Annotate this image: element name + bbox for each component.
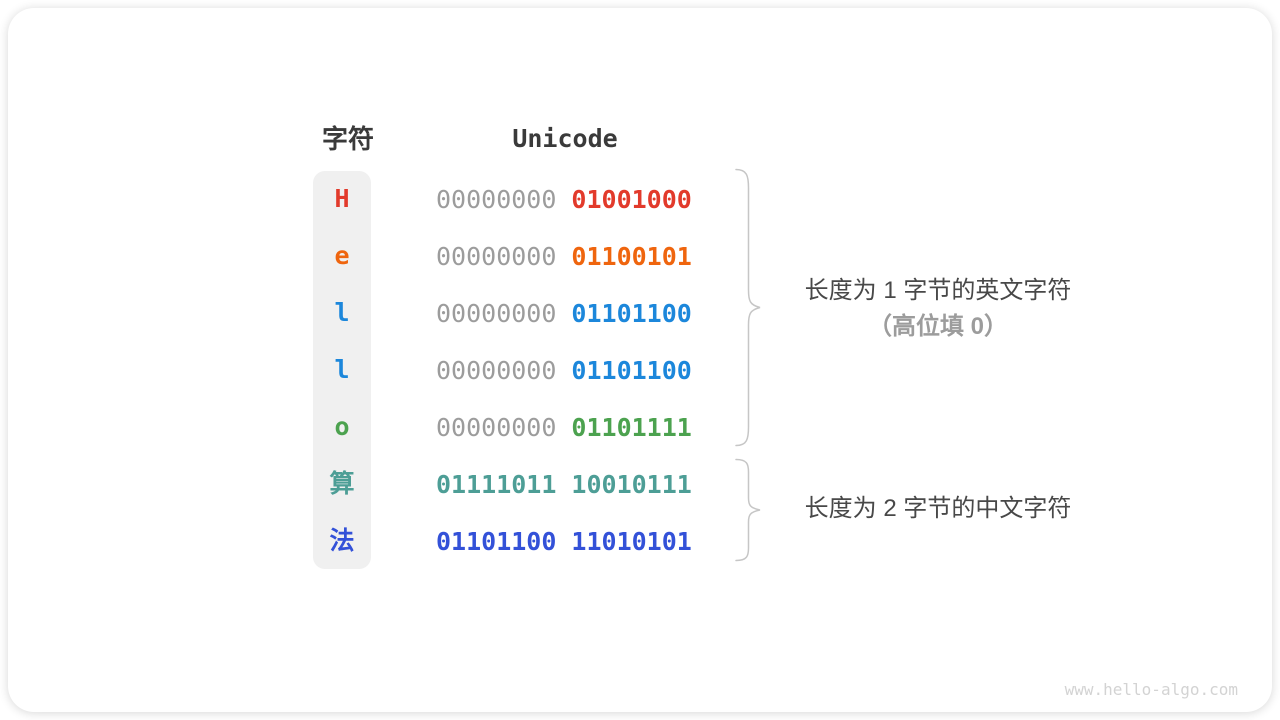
low-byte: 01001000: [571, 184, 692, 214]
high-byte: 00000000: [436, 298, 557, 328]
annotation-subline: （高位填 0）: [867, 313, 1008, 340]
unicode-column-header: Unicode: [512, 124, 618, 153]
char-column-header: 字符: [321, 124, 374, 154]
high-byte: 00000000: [436, 184, 557, 214]
annotation-line: 长度为 1 字节的英文字符: [804, 277, 1072, 304]
high-byte: 00000000: [436, 355, 557, 385]
char-cell: o: [334, 412, 350, 441]
high-byte: 00000000: [436, 412, 557, 442]
unicode-binary: 00000000 01101100: [436, 285, 692, 341]
high-byte: 01101100: [436, 526, 557, 556]
low-byte: 01101100: [571, 355, 692, 385]
table-row: e 00000000 01100101: [8, 228, 768, 284]
char-cell: 法: [329, 526, 355, 555]
low-byte: 01100101: [571, 241, 692, 271]
watermark: www.hello-algo.com: [1064, 680, 1238, 699]
table-row: l 00000000 01101100: [8, 285, 768, 341]
char-cell: l: [334, 355, 350, 384]
annotation-english-group: 长度为 1 字节的英文字符 （高位填 0）: [763, 276, 1113, 342]
table-row: H 00000000 01001000: [8, 171, 768, 227]
brace-english-group: [735, 168, 761, 447]
annotation-line: 长度为 2 字节的中文字符: [804, 495, 1072, 522]
char-cell: 算: [329, 469, 355, 498]
char-cell: H: [334, 184, 350, 213]
low-byte: 01101100: [571, 298, 692, 328]
unicode-binary: 00000000 01001000: [436, 171, 692, 227]
unicode-binary: 00000000 01101111: [436, 399, 692, 455]
high-byte: 00000000: [436, 241, 557, 271]
annotation-chinese-group: 长度为 2 字节的中文字符: [763, 494, 1113, 524]
unicode-binary: 01111011 10010111: [436, 456, 692, 512]
low-byte: 10010111: [571, 469, 692, 499]
high-byte: 01111011: [436, 469, 557, 499]
low-byte: 11010101: [571, 526, 692, 556]
unicode-binary: 01101100 11010101: [436, 513, 692, 569]
low-byte: 01101111: [571, 412, 692, 442]
diagram-card: 字符 Unicode H 00000000 01001000 e 0000000…: [8, 8, 1272, 712]
table-row: 算 01111011 10010111: [8, 456, 768, 512]
char-cell: e: [334, 241, 350, 270]
unicode-binary: 00000000 01101100: [436, 342, 692, 398]
char-column-background: [313, 171, 371, 569]
table-row: 法 01101100 11010101: [8, 513, 768, 569]
char-cell: l: [334, 298, 350, 327]
table-row: l 00000000 01101100: [8, 342, 768, 398]
brace-chinese-group: [735, 458, 761, 562]
table-row: o 00000000 01101111: [8, 399, 768, 455]
unicode-binary: 00000000 01100101: [436, 228, 692, 284]
